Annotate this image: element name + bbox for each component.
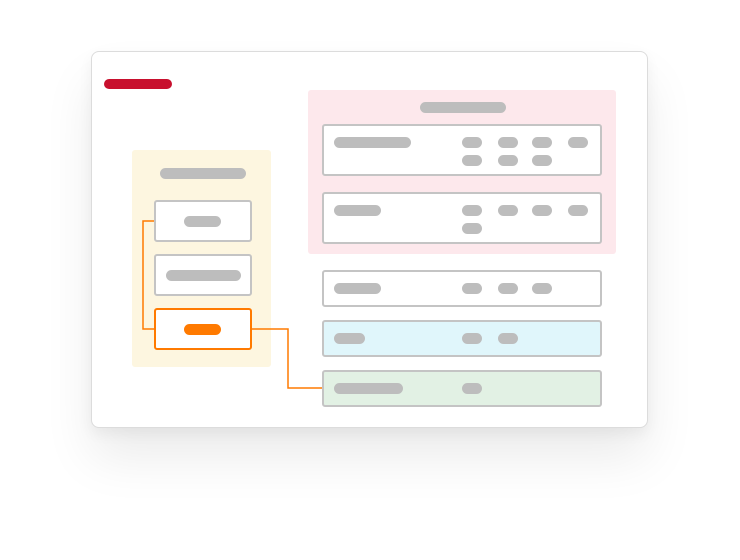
row-value xyxy=(462,155,482,166)
row-value xyxy=(532,283,552,294)
row-label xyxy=(334,283,381,294)
item-label xyxy=(166,270,241,281)
row-label xyxy=(334,333,365,344)
row-label xyxy=(334,205,381,216)
data-row[interactable] xyxy=(322,270,602,307)
row-value xyxy=(462,223,482,234)
top-group-title xyxy=(420,102,506,113)
row-value xyxy=(498,283,518,294)
row-value xyxy=(462,383,482,394)
row-value xyxy=(462,283,482,294)
row-value xyxy=(568,137,588,148)
row-value xyxy=(498,137,518,148)
row-value xyxy=(532,205,552,216)
item-label-highlight xyxy=(184,324,221,335)
brand-logo-bar xyxy=(104,79,172,89)
row-value xyxy=(462,137,482,148)
row-label xyxy=(334,137,411,148)
left-panel-item-selected[interactable] xyxy=(154,308,252,350)
row-label xyxy=(334,383,403,394)
row-value xyxy=(532,137,552,148)
row-value xyxy=(462,333,482,344)
left-panel-title xyxy=(160,168,246,179)
group-row[interactable] xyxy=(322,192,602,244)
left-panel-item[interactable] xyxy=(154,254,252,296)
left-panel-item[interactable] xyxy=(154,200,252,242)
group-row[interactable] xyxy=(322,124,602,176)
row-value xyxy=(498,155,518,166)
row-value xyxy=(462,205,482,216)
data-row-green-linked[interactable] xyxy=(322,370,602,407)
row-value xyxy=(498,205,518,216)
row-value xyxy=(568,205,588,216)
data-row-blue[interactable] xyxy=(322,320,602,357)
row-value xyxy=(532,155,552,166)
row-value xyxy=(498,333,518,344)
item-label xyxy=(184,216,221,227)
